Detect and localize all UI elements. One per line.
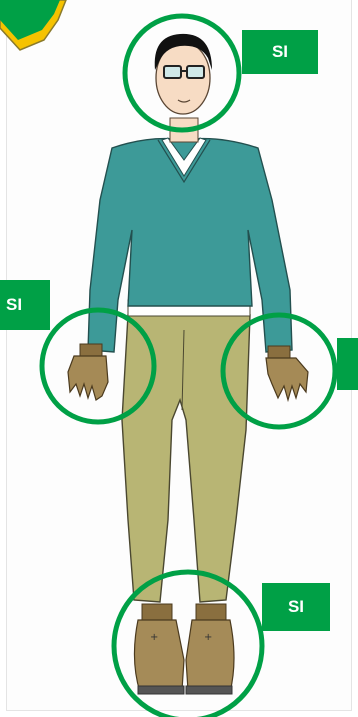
left-glove	[68, 344, 108, 400]
trousers	[122, 315, 250, 602]
head-label: SI	[242, 30, 318, 74]
svg-text:+: +	[204, 632, 212, 643]
right-hand-label	[337, 338, 358, 390]
boots: + +	[134, 604, 234, 694]
corner-arrow-icon	[0, 0, 66, 50]
svg-text:+: +	[150, 632, 158, 643]
left-hand-label: SI	[0, 280, 50, 330]
right-glove	[266, 346, 308, 400]
feet-label: SI	[262, 583, 330, 631]
